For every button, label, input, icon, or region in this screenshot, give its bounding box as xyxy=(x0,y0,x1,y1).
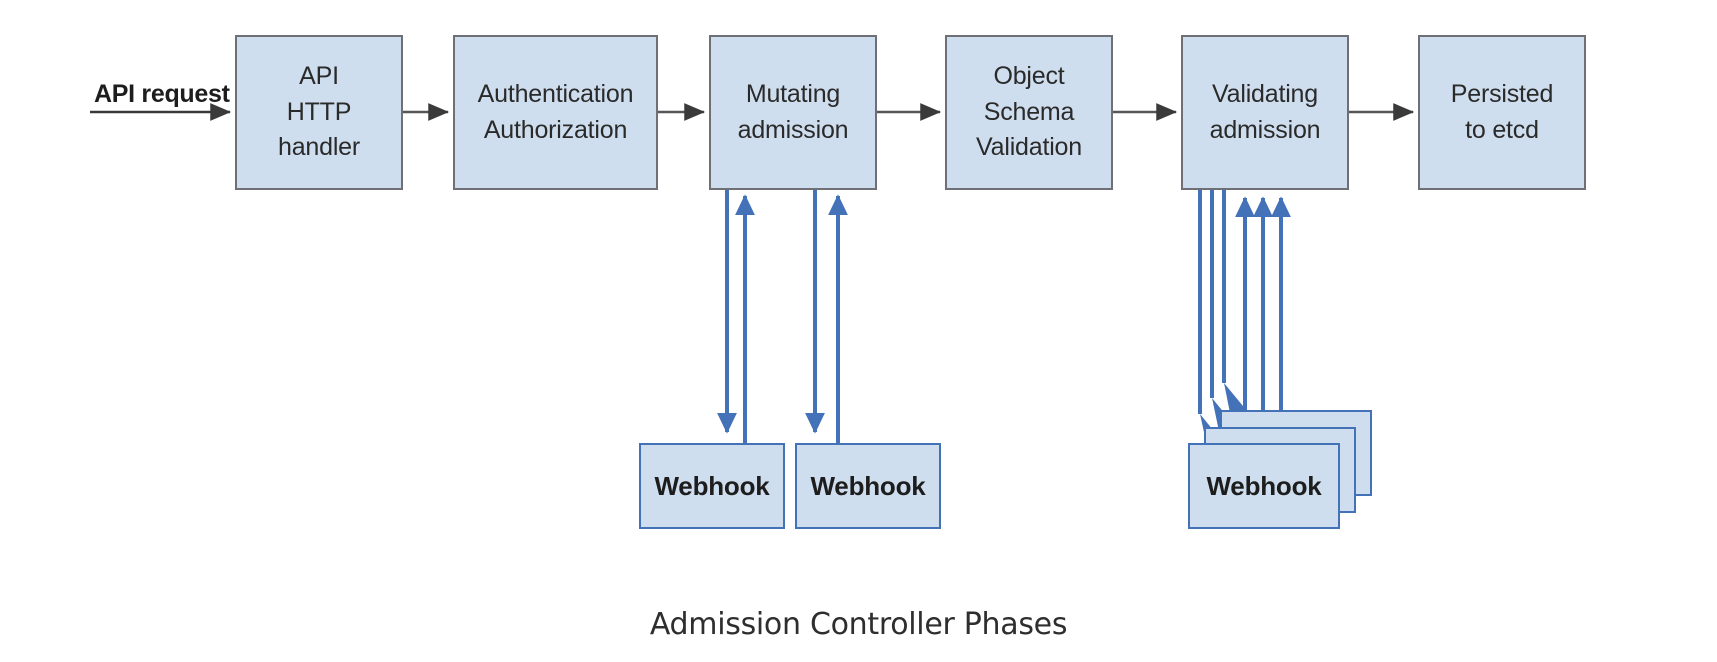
validating-webhook-label-front: Webhook xyxy=(1206,470,1322,501)
phase-label-object-schema-validation: Object Schema Validation xyxy=(976,62,1082,162)
phase-box-api-http-handler[interactable]: API HTTP handler xyxy=(235,35,403,190)
phase-box-persisted-to-etcd[interactable]: Persisted to etcd xyxy=(1418,35,1586,190)
mutating-webhook-label-1: Webhook xyxy=(654,470,770,501)
phase-label-authentication-authorization: Authentication Authorization xyxy=(477,80,634,144)
phase-box-authentication-authorization[interactable]: Authentication Authorization xyxy=(453,35,658,190)
mutating-webhook-box-2[interactable]: Webhook xyxy=(795,443,941,529)
phase-box-object-schema-validation[interactable]: Object Schema Validation xyxy=(945,35,1113,190)
api-request-label: API request xyxy=(94,80,230,108)
diagram-caption: Admission Controller Phases xyxy=(649,607,1068,642)
phase-box-validating-admission[interactable]: Validating admission xyxy=(1181,35,1349,190)
phase-label-mutating-admission: Mutating admission xyxy=(737,80,849,144)
phase-label-validating-admission: Validating admission xyxy=(1209,80,1321,144)
mutating-webhook-box-1[interactable]: Webhook xyxy=(639,443,785,529)
phase-box-mutating-admission[interactable]: Mutating admission xyxy=(709,35,877,190)
mutating-webhook-label-2: Webhook xyxy=(810,470,926,501)
phase-label-api-http-handler: API HTTP handler xyxy=(278,62,360,162)
phase-label-persisted-to-etcd: Persisted to etcd xyxy=(1450,80,1554,144)
validating-webhook-box-front[interactable]: Webhook xyxy=(1188,443,1340,529)
